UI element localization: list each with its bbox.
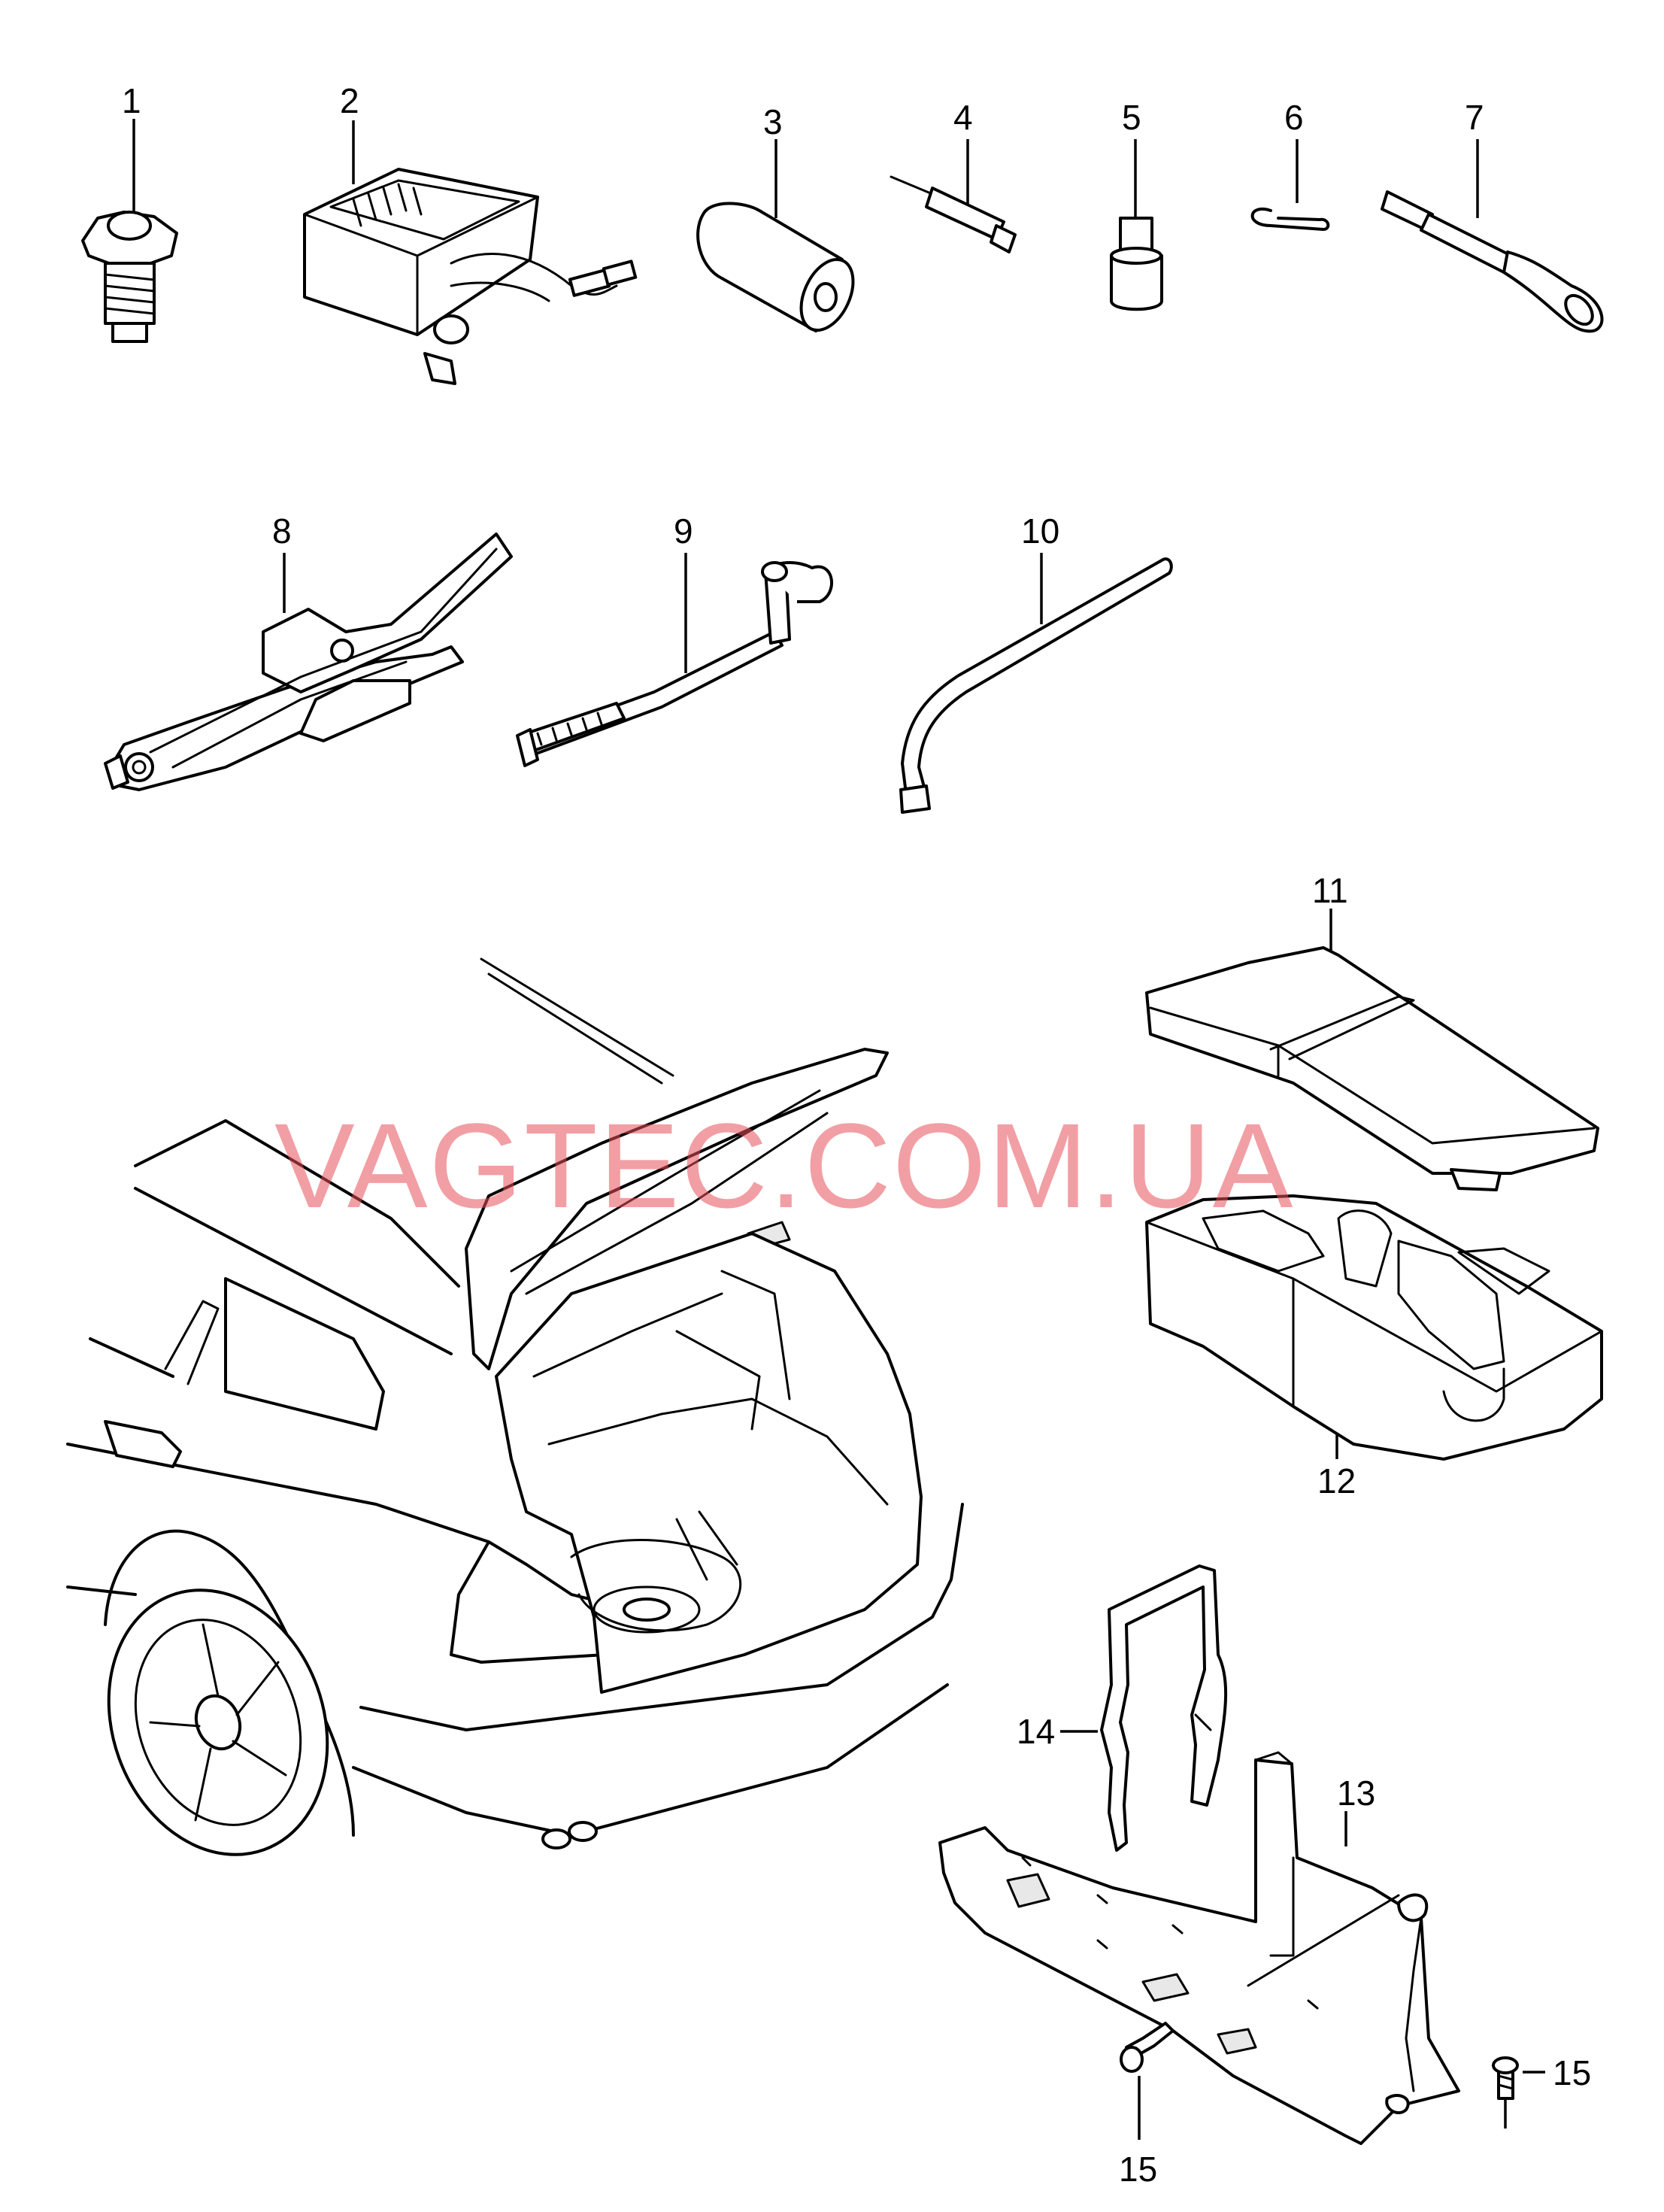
callout-3: 3 bbox=[763, 102, 783, 141]
part-7-towing-eye[interactable] bbox=[1381, 139, 1604, 333]
part-9-crank-handle[interactable] bbox=[516, 553, 833, 767]
callout-9: 9 bbox=[674, 511, 693, 551]
part-10-wheel-wrench[interactable] bbox=[899, 553, 1173, 814]
part-3-sealant-bottle[interactable] bbox=[696, 139, 863, 338]
callout-6: 6 bbox=[1284, 98, 1304, 137]
part-6-clip[interactable] bbox=[1250, 139, 1330, 231]
callout-10: 10 bbox=[1021, 511, 1059, 551]
callout-12: 12 bbox=[1317, 1461, 1356, 1500]
part-14-retaining-strap[interactable] bbox=[1060, 1564, 1228, 1852]
part-5-adapter[interactable] bbox=[1110, 139, 1163, 311]
part-15-screw-left[interactable] bbox=[1120, 2022, 1174, 2140]
callout-7: 7 bbox=[1465, 98, 1484, 137]
part-13-mounting-bracket[interactable] bbox=[938, 1751, 1460, 2145]
part-11-foam-cover[interactable] bbox=[1145, 909, 1599, 1191]
callout-15-left: 15 bbox=[1119, 2150, 1157, 2189]
part-8-scissor-jack[interactable] bbox=[104, 533, 513, 791]
part-2-compressor[interactable] bbox=[303, 120, 638, 385]
callout-4: 4 bbox=[953, 98, 973, 137]
part-1-wheel-bolt[interactable] bbox=[81, 119, 178, 343]
part-12-foam-tray[interactable] bbox=[1145, 1194, 1603, 1461]
callout-5: 5 bbox=[1122, 98, 1141, 137]
callout-8: 8 bbox=[272, 511, 292, 551]
callout-13: 13 bbox=[1337, 1774, 1375, 1813]
part-4-valve-tool[interactable] bbox=[890, 139, 1017, 253]
callout-11: 11 bbox=[1312, 871, 1348, 910]
callout-1: 1 bbox=[122, 81, 141, 120]
callout-14: 14 bbox=[1017, 1712, 1055, 1751]
callout-2: 2 bbox=[340, 81, 359, 120]
car-rear-view bbox=[66, 957, 964, 1856]
callout-15-right: 15 bbox=[1553, 2053, 1591, 2092]
watermark: VAGTEC.COM.UA bbox=[274, 1098, 1294, 1233]
part-15-screw-right[interactable] bbox=[1492, 2056, 1545, 2129]
